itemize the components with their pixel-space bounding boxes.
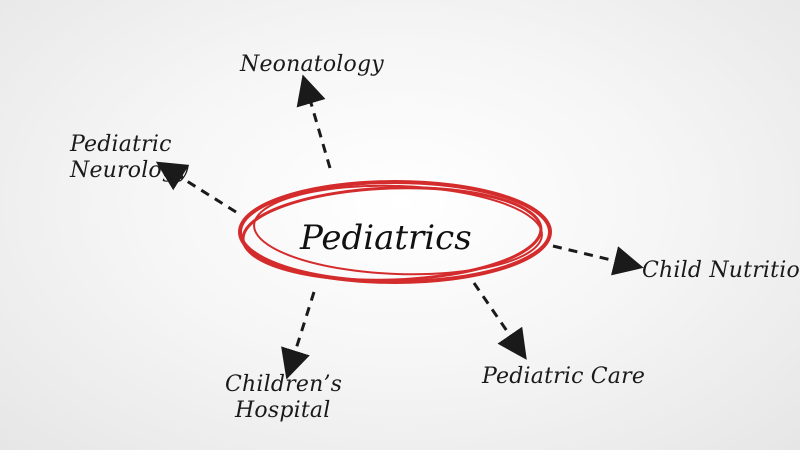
branch-line: Neurology	[70, 158, 189, 183]
arrow-to-pediatric-care	[472, 282, 527, 360]
arrow-to-childrens-hospital	[281, 291, 316, 380]
branch-line: Neonatology	[240, 52, 384, 77]
branch-line: Child Nutrition	[642, 258, 800, 283]
branch-label-child-nutrition: Child Nutrition	[642, 258, 800, 284]
center-label: Pediatrics	[300, 218, 472, 258]
branch-line: Children’s	[225, 372, 343, 397]
branch-label-neonatology: Neonatology	[240, 52, 384, 78]
branch-label-childrens-hospital: Children’s Hospital	[225, 372, 342, 424]
arrow-to-neonatology	[296, 74, 332, 169]
branch-line: Hospital	[235, 398, 331, 423]
arrow-to-pediatric-neurology	[155, 161, 237, 214]
branch-line: Pediatric	[70, 132, 172, 157]
branch-label-pediatric-care: Pediatric Care	[482, 364, 645, 390]
branch-label-pediatric-neurology: Pediatric Neurology	[70, 132, 189, 184]
branch-line: Pediatric Care	[482, 364, 646, 389]
center-ring	[238, 180, 552, 284]
arrow-to-child-nutrition	[552, 244, 644, 276]
